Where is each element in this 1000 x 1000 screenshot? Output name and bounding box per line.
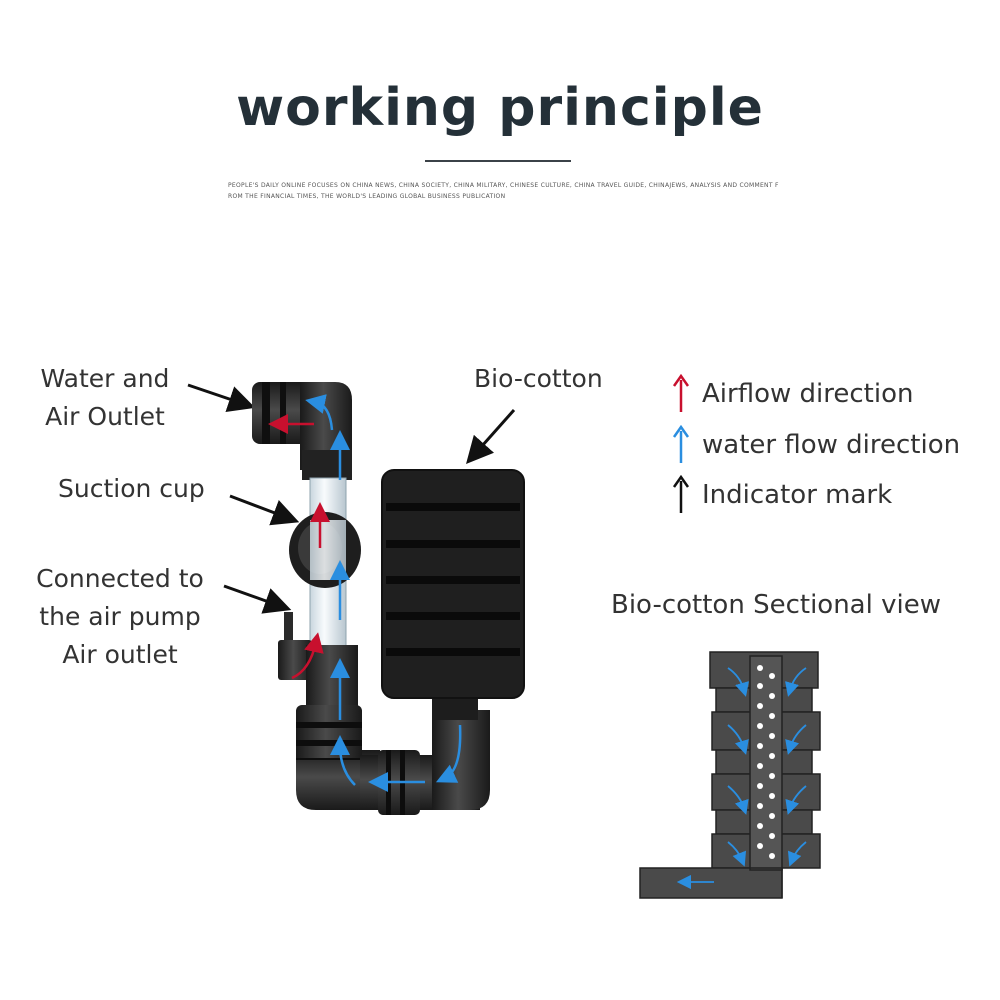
indicator-arrow-icon [672,475,690,513]
sectional-view [639,651,821,899]
bio-cotton-label: Bio-cotton [474,364,603,393]
water-flow-arrows [305,394,462,792]
title-underline [425,160,571,162]
sectional-view-label: Bio-cotton Sectional view [611,590,941,620]
suction-cup-label: Suction cup [58,474,205,503]
lift-tube-body [296,645,362,775]
tagline-line-1: PEOPLE'S DAILY ONLINE FOCUSES ON CHINA N… [228,182,779,189]
outlet-label-line-2: Air Outlet [45,402,165,431]
page-title: working principle [236,78,764,138]
air-pump-label-line-1: Connected to [36,564,204,593]
legend-airflow: Airflow direction [670,374,913,414]
waterflow-arrow-icon [672,425,690,463]
legend-indicator: Indicator mark [670,475,892,515]
legend-airflow-text: Airflow direction [702,379,914,409]
outlet-elbow [252,382,352,480]
air-pump-label-line-2: the air pump [39,602,201,631]
suction-cup [289,512,361,588]
legend-waterflow-text: water flow direction [702,430,961,460]
bio-cotton-sponge [381,469,525,720]
air-pump-label: Connected to the air pump Air outlet [15,560,225,674]
pointer-arrows [187,383,516,614]
legend-waterflow: water flow direction [670,425,960,465]
legend-indicator-text: Indicator mark [702,480,893,510]
outlet-label: Water and Air Outlet [20,360,190,436]
airflow-arrow-icon [672,374,690,412]
tagline-line-2: ROM THE FINANCIAL TIMES, THE WORLD'S LEA… [228,193,506,200]
outlet-label-line-1: Water and [40,364,170,393]
air-flow-arrows [268,414,330,680]
air-pump-label-line-3: Air outlet [62,640,178,669]
